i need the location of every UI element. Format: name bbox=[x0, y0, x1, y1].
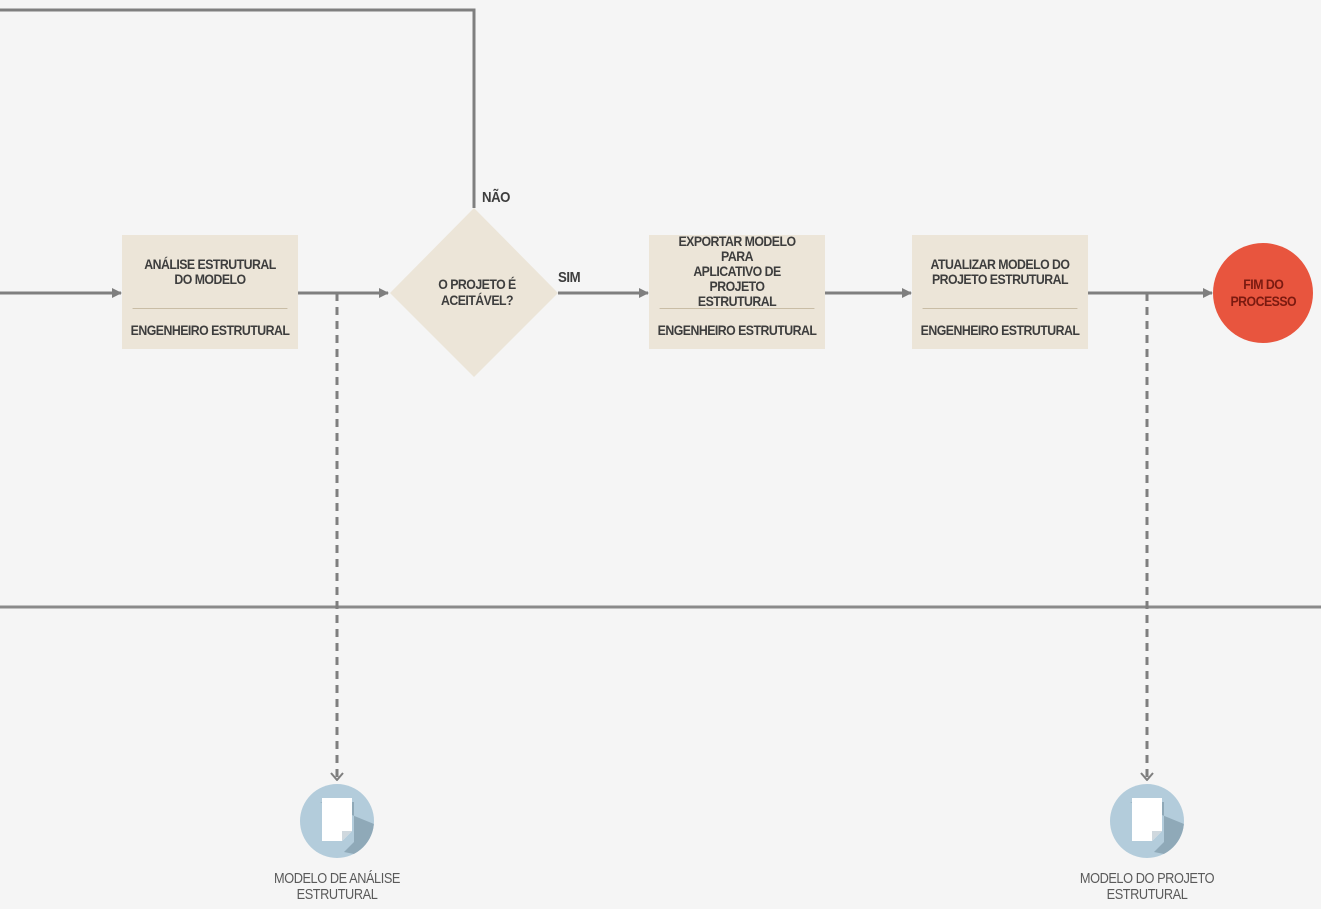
decision-question: O PROJETO É ACEITÁVEL? bbox=[438, 276, 516, 308]
task-title: EXPORTAR MODELO PARA APLICATIVO DE PROJE… bbox=[659, 234, 815, 309]
decision-yes-label: SIM bbox=[558, 269, 581, 286]
task-title: ATUALIZAR MODELO DO PROJETO ESTRUTURAL bbox=[922, 235, 1078, 309]
document-icon[interactable] bbox=[1110, 784, 1184, 858]
decision-no-label: NÃO bbox=[482, 189, 511, 206]
task-exportar-modelo[interactable]: EXPORTAR MODELO PARA APLICATIVO DE PROJE… bbox=[649, 234, 825, 349]
task-role: ENGENHEIRO ESTRUTURAL bbox=[130, 321, 290, 338]
loop-back-connector bbox=[0, 8, 476, 208]
document-icon-graphic bbox=[320, 798, 374, 858]
task-role: ENGENHEIRO ESTRUTURAL bbox=[657, 321, 817, 338]
document-caption: MODELO DO PROJETO ESTRUTURAL bbox=[1079, 870, 1215, 903]
end-event[interactable]: FIM DO PROCESSO bbox=[1213, 243, 1313, 343]
decision-diamond bbox=[390, 208, 558, 377]
task-title: ANÁLISE ESTRUTURAL DO MODELO bbox=[132, 235, 288, 309]
task-atualizar-modelo[interactable]: ATUALIZAR MODELO DO PROJETO ESTRUTURAL E… bbox=[912, 235, 1088, 349]
end-event-label: FIM DO PROCESSO bbox=[1230, 276, 1296, 309]
task-analise-estrutural[interactable]: ANÁLISE ESTRUTURAL DO MODELO ENGENHEIRO … bbox=[122, 235, 298, 349]
task-role: ENGENHEIRO ESTRUTURAL bbox=[920, 321, 1080, 338]
document-icon-graphic bbox=[1130, 798, 1184, 858]
document-icon[interactable] bbox=[300, 784, 374, 858]
document-caption: MODELO DE ANÁLISE ESTRUTURAL bbox=[274, 870, 400, 903]
